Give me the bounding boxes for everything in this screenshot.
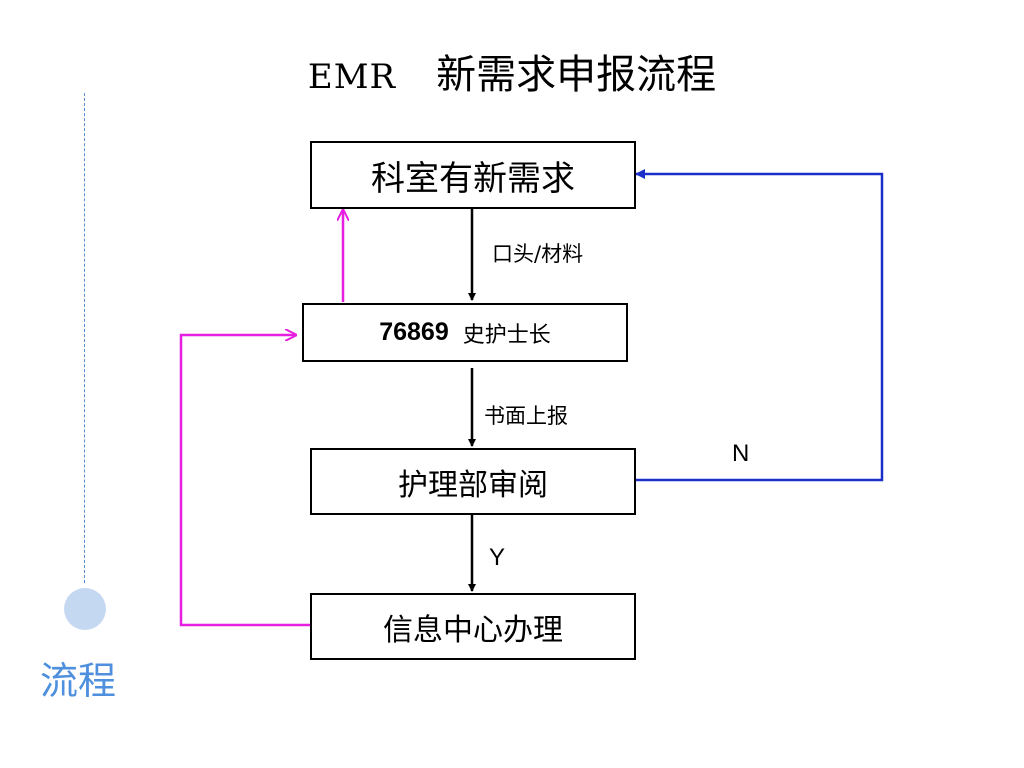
arrow-info-back-to-nurse <box>179 335 310 627</box>
node-nursing-review: 护理部审阅 <box>310 448 636 515</box>
node-info-center: 信息中心办理 <box>310 593 636 660</box>
edge-label-no: N <box>732 440 750 467</box>
head-nurse-name: 史护士长 <box>462 322 551 348</box>
side-dashed-line <box>84 93 85 583</box>
side-circle-dot <box>64 588 106 630</box>
node-review-label: 护理部审阅 <box>398 467 548 503</box>
side-label: 流程 <box>40 659 117 703</box>
head-nurse-id: 76869 <box>379 318 449 346</box>
title-prefix: EMR <box>307 57 397 97</box>
edge-label-oral: 口头/材料 <box>492 242 584 266</box>
node-info-label: 信息中心办理 <box>383 612 563 648</box>
title-main: 新需求申报流程 <box>436 52 717 98</box>
node-dept-new-request: 科室有新需求 <box>310 141 636 209</box>
edge-label-yes: Y <box>489 544 506 571</box>
edge-label-written: 书面上报 <box>484 404 568 428</box>
node-head-nurse: 76869 史护士长 <box>302 303 628 362</box>
slide-title: EMR 新需求申报流程 <box>0 42 1024 100</box>
node-dept-label: 科室有新需求 <box>371 158 575 199</box>
arrow-review-no-back-to-dept <box>634 169 884 482</box>
